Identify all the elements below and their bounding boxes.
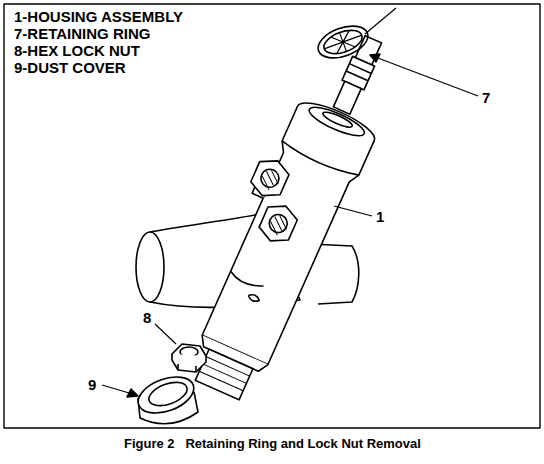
- figure-caption: Figure 2 Retaining Ring and Lock Nut Rem…: [124, 437, 421, 450]
- callout-number: 9: [88, 377, 96, 392]
- housing-assembly: [168, 17, 412, 407]
- part-list-item: 8-HEX LOCK NUT: [14, 43, 140, 58]
- callout-number: 8: [143, 310, 151, 325]
- retaining-ring: [314, 20, 372, 64]
- part-list-item: 9-DUST COVER: [14, 60, 126, 75]
- dust-cover: [133, 370, 198, 424]
- callout-number: 1: [376, 209, 384, 224]
- part-list-item: 7-RETAINING RING: [14, 26, 150, 41]
- frame: [4, 4, 540, 428]
- hex-lock-nut: [172, 344, 206, 372]
- part-list-item: 1-HOUSING ASSEMBLY: [14, 9, 183, 24]
- callout-number: 7: [482, 90, 490, 105]
